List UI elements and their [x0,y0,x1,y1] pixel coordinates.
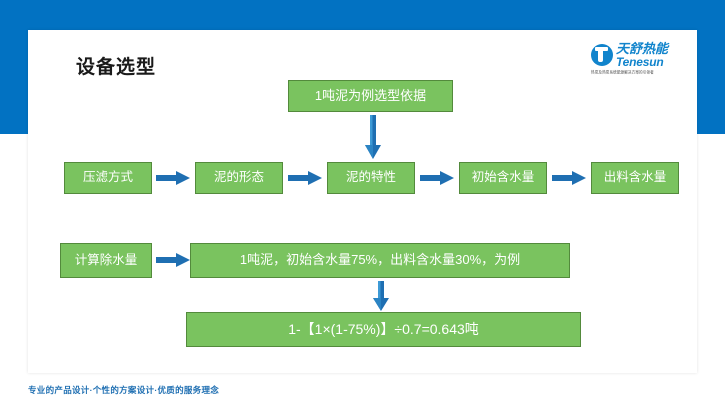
blue-band-right [697,30,725,134]
arrow-down-icon [365,115,381,159]
page-title: 设备选型 [76,57,157,78]
blue-band-top [0,0,725,30]
flow-box-sludge-property[interactable]: 泥的特性 [327,162,415,194]
logo-tagline: 热泵及热泵系统能源解决方案的引领者 [591,70,654,75]
logo-chinese-name: 天舒热能 [616,41,669,56]
arrow-right-icon [552,171,586,185]
logo-wordmark: 天舒热能 Tenesun [616,42,668,68]
blue-band-left [0,30,28,134]
flow-box-filter-method[interactable]: 压滤方式 [64,162,152,194]
footer-slogan: 专业的产品设计·个性的方案设计·优质的服务理念 [28,385,220,395]
flow-box-example-conditions[interactable]: 1吨泥，初始含水量75%，出料含水量30%，为例 [190,243,570,278]
arrow-right-icon [156,171,190,185]
flow-box-sludge-form[interactable]: 泥的形态 [195,162,283,194]
arrow-right-icon [420,171,454,185]
logo-english-name: Tenesun [616,55,664,69]
result-formula-box[interactable]: 1-【1×(1-75%)】÷0.7=0.643吨 [186,312,581,347]
flow-box-initial-moisture[interactable]: 初始含水量 [459,162,547,194]
tenesun-circle-logo-icon [591,44,613,66]
arrow-right-icon [156,253,190,267]
flow-box-output-moisture[interactable]: 出料含水量 [591,162,679,194]
arrow-down-icon [373,281,389,311]
arrow-right-icon [288,171,322,185]
basis-box[interactable]: 1吨泥为例选型依据 [288,80,453,112]
logo-main-row: 天舒热能 Tenesun [591,42,668,68]
flow-box-calc-water-removal[interactable]: 计算除水量 [60,243,152,278]
brand-logo: 天舒热能 Tenesun 热泵及热泵系统能源解决方案的引领者 [591,42,699,82]
